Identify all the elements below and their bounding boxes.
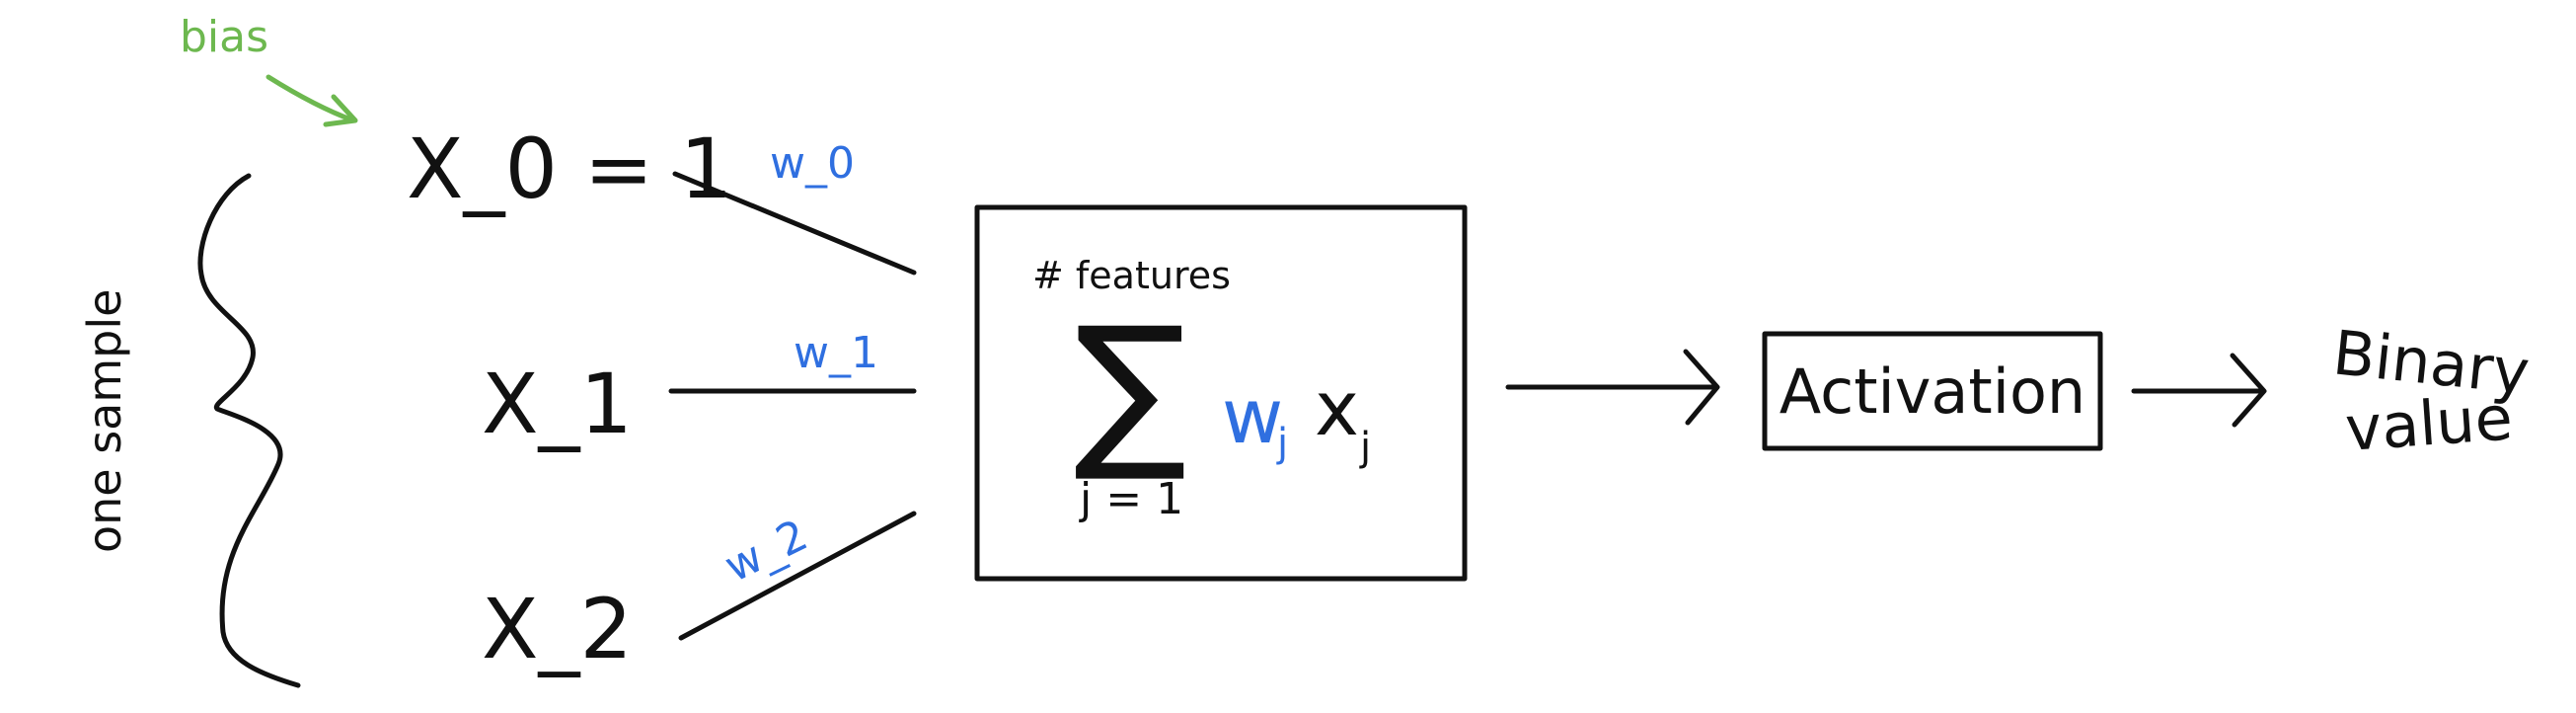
input-term: x: [1315, 364, 1359, 452]
weight-label-w2: w_2: [717, 510, 815, 593]
bias-arrow: [265, 74, 356, 123]
activation-label: Activation: [1780, 356, 2085, 428]
sum-lower-limit: j = 1: [1079, 474, 1183, 524]
curly-brace: [197, 173, 301, 688]
activation-to-output-arrow-head: [2230, 353, 2267, 428]
output-label-line2: value: [2343, 381, 2515, 465]
activation-box: [1762, 331, 2103, 451]
input-term-subscript: j: [1359, 425, 1371, 470]
weight-edge-0: [672, 171, 917, 276]
sum-upper-limit: # features: [1032, 254, 1231, 297]
bias-label: bias: [180, 12, 268, 62]
bias-arrow-head: [323, 94, 358, 127]
weight-term-subscript: j: [1276, 421, 1288, 466]
weight-label-w1: w_1: [794, 328, 878, 378]
summation-box: [974, 204, 1468, 582]
sigma-symbol: ∑: [1074, 291, 1187, 487]
weight-label-w0: w_0: [770, 138, 855, 189]
input-label-x2: X_2: [482, 581, 633, 677]
sum-to-activation-arrow-head: [1683, 349, 1720, 426]
weight-term: w: [1222, 372, 1283, 460]
input-label-x0: X_0 = 1: [407, 120, 732, 217]
one-sample-label: one sample: [78, 289, 131, 553]
input-label-x1: X_1: [482, 356, 633, 452]
weight-edge-2: [678, 511, 917, 641]
